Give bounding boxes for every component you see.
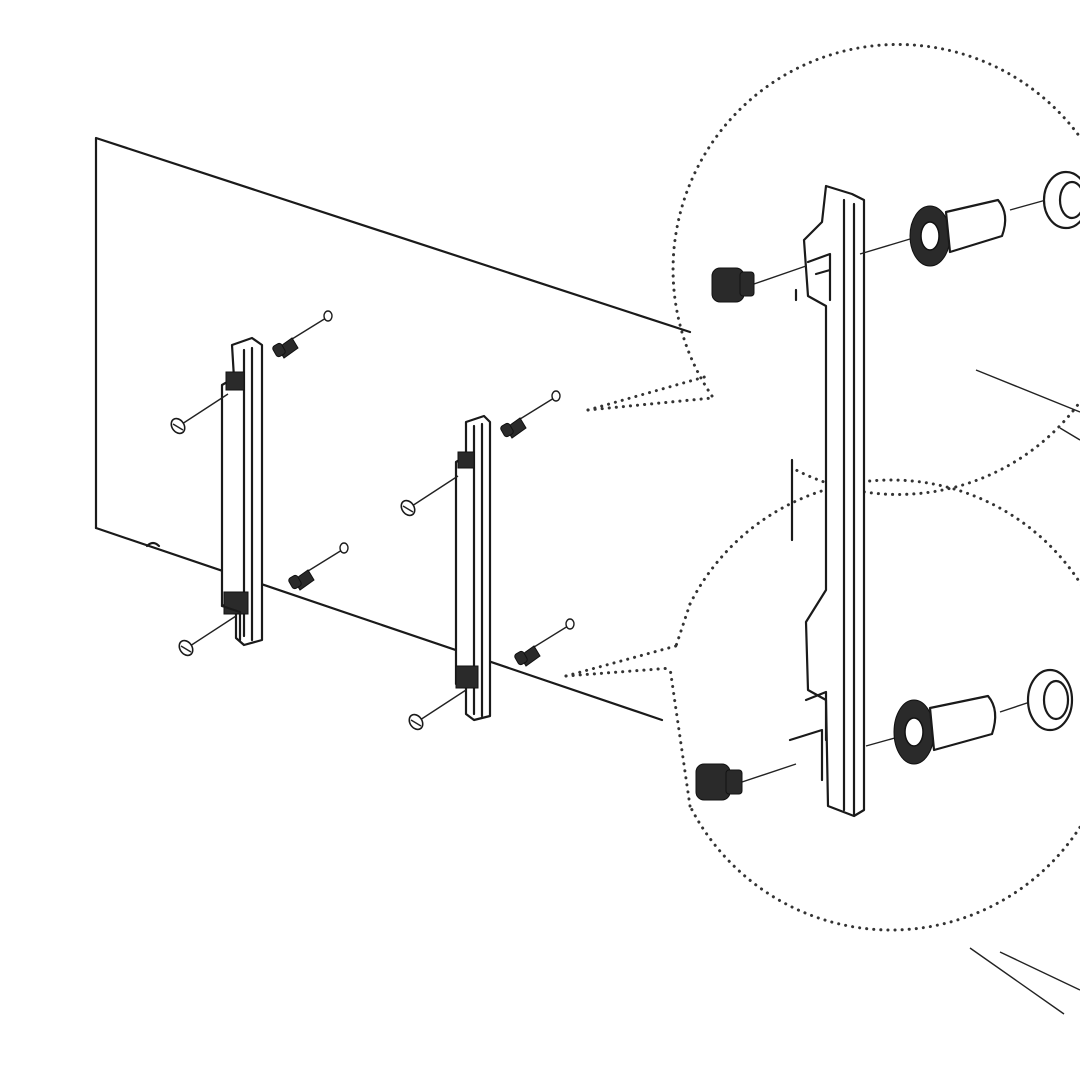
upper-detail-fasteners	[711, 170, 1080, 303]
lower-detail-fasteners	[695, 668, 1074, 801]
left-bracket	[220, 336, 264, 647]
tv-back-panel	[94, 136, 692, 722]
upper-detail-circle	[671, 43, 1080, 496]
washer-icon	[1042, 170, 1080, 230]
washer-icon	[1026, 668, 1074, 732]
bolt-icon	[695, 763, 797, 801]
spacer-icon	[909, 198, 1007, 267]
detail-bracket	[788, 184, 866, 818]
center-bracket	[454, 414, 492, 722]
lower-detail-circle	[668, 478, 1080, 1015]
spacer-icon	[893, 694, 997, 765]
bolt-icon	[711, 265, 807, 303]
detail-leaders	[564, 374, 714, 678]
